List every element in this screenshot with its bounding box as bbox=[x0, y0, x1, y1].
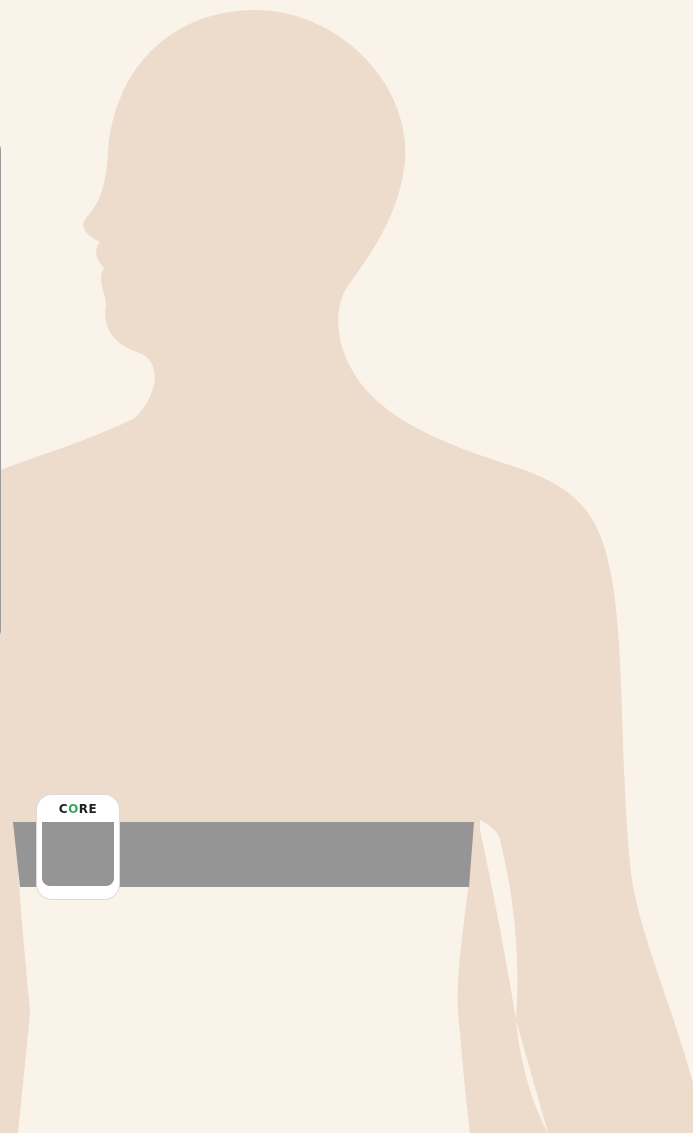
device-logo: CORE bbox=[37, 802, 119, 816]
torso-silhouette bbox=[0, 10, 693, 1133]
device-screen bbox=[42, 822, 114, 886]
heart-rate-sensor-device: CORE bbox=[36, 794, 120, 900]
side-panel-edge[interactable] bbox=[0, 140, 1, 640]
logo-re: RE bbox=[79, 802, 97, 816]
logo-c: C bbox=[59, 802, 68, 816]
logo-o: O bbox=[68, 802, 79, 816]
